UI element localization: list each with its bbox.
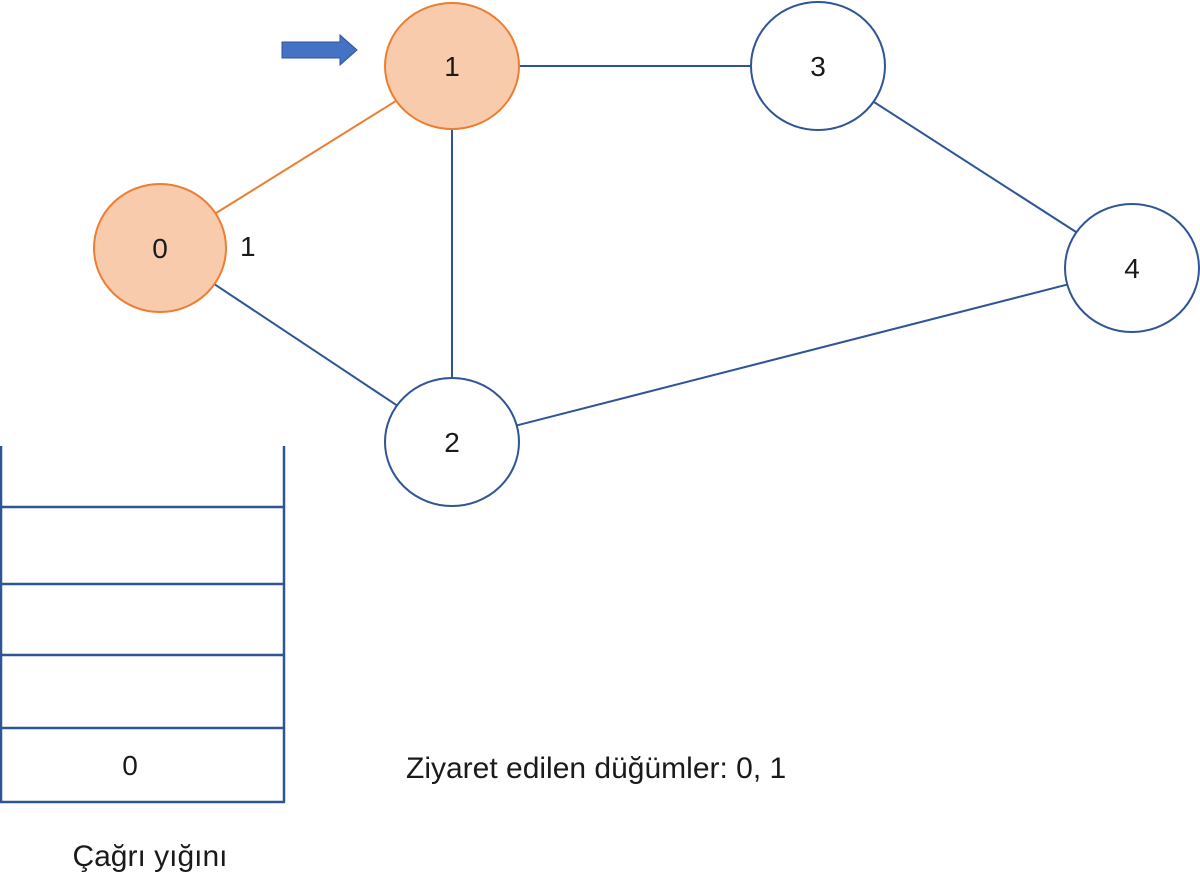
- edge-3-4: [873, 100, 1077, 234]
- visited-nodes-text: Ziyaret edilen düğümler: 0, 1: [406, 752, 786, 785]
- node-label-1: 1: [444, 51, 460, 82]
- node-label-3: 3: [810, 51, 826, 82]
- right-arrow-icon: [281, 33, 358, 67]
- node-label-4: 4: [1124, 253, 1140, 284]
- node-circle-3: [750, 1, 886, 131]
- node-circle-4: [1064, 203, 1200, 333]
- graph-edges: [213, 65, 1077, 427]
- graph-node-2: 2: [384, 377, 520, 507]
- node-0-annotation: 1: [240, 231, 256, 262]
- graph-node-0: 0: [93, 183, 227, 313]
- call-stack: 0: [0, 446, 286, 804]
- edge-0-1: [214, 99, 397, 215]
- node-label-0: 0: [152, 233, 168, 264]
- call-stack-caption: Çağrı yığını: [72, 840, 227, 873]
- node-label-2: 2: [444, 427, 460, 458]
- graph-nodes: 0 1 2 3 4: [93, 1, 1200, 507]
- graph-node-3: 3: [750, 1, 886, 131]
- edge-0-2: [213, 283, 398, 407]
- graph-node-1: 1: [384, 2, 520, 130]
- graph-node-4: 4: [1064, 203, 1200, 333]
- stack-slot-4: 0: [122, 750, 138, 781]
- node-circle-1: [384, 2, 520, 130]
- edge-2-4: [516, 283, 1068, 427]
- node-circle-0: [93, 183, 227, 313]
- node-circle-2: [384, 377, 520, 507]
